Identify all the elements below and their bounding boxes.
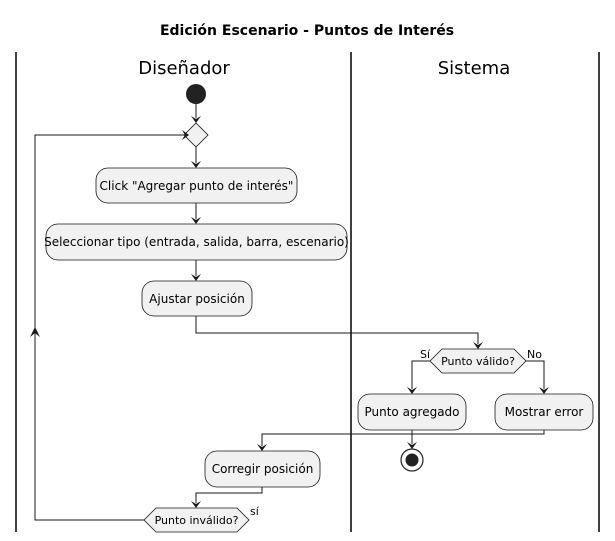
arrowhead: [182, 130, 189, 140]
arrowhead: [191, 161, 201, 168]
arrowhead: [407, 387, 417, 394]
arrowhead: [191, 116, 201, 123]
action-adjust-position-label: Ajustar posición: [149, 292, 245, 306]
decision-valid-point-label: Punto válido?: [441, 355, 515, 368]
edge-adjust-decision: [195, 316, 479, 344]
stop-node-inner: [405, 453, 419, 467]
diagram-title: Edición Escenario - Puntos de Interés: [160, 23, 454, 39]
arrowhead: [191, 274, 201, 281]
action-point-added-label: Punto agregado: [364, 405, 459, 419]
arrowhead: [257, 444, 267, 451]
arrowhead: [407, 442, 417, 449]
action-select-type-label: Seleccionar tipo (entrada, salida, barra…: [44, 235, 349, 249]
action-show-error-label: Mostrar error: [505, 405, 584, 419]
decision-yes-label: Sí: [420, 348, 431, 361]
arrowhead: [473, 342, 483, 349]
action-correct-position-label: Corregir posición: [212, 462, 314, 476]
action-click-add-point-label: Click "Agregar punto de interés": [100, 179, 294, 193]
start-node: [186, 84, 206, 104]
lane-title-designer: Diseñador: [138, 58, 230, 79]
arrowhead-up: [30, 327, 40, 337]
lane-title-system: Sistema: [438, 58, 511, 79]
action-adjust-position: [141, 280, 253, 317]
decision-invalid-point-label: Punto inválido?: [155, 514, 239, 527]
decision-no-label: No: [527, 348, 542, 361]
arrowhead: [539, 387, 549, 394]
edge-correct-decision: [195, 487, 263, 503]
decision-invalid-point: [143, 507, 250, 533]
edge-decision-no: [526, 360, 545, 389]
edge-error-correct: [261, 430, 545, 446]
edge-decision-yes: [411, 360, 430, 389]
arrowhead: [191, 501, 201, 508]
decision-invalid-yes-label: sí: [250, 505, 260, 518]
arrowhead: [191, 217, 201, 224]
